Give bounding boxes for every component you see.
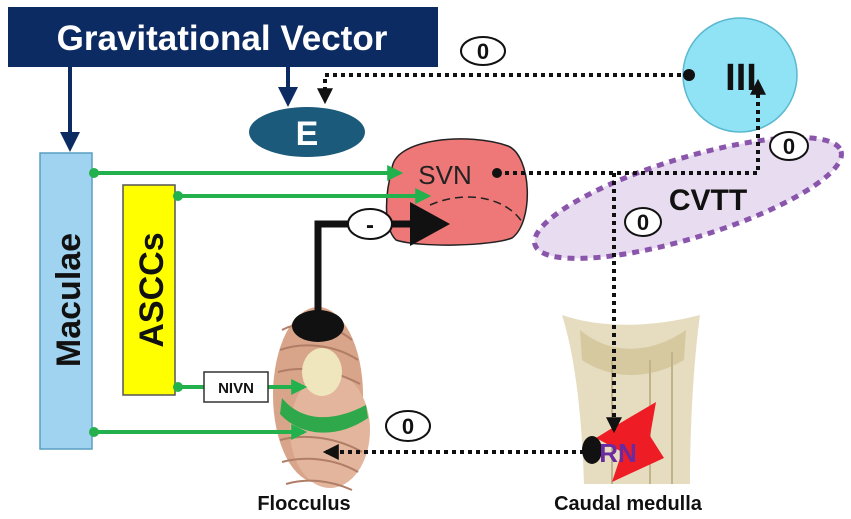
diagram-title: Gravitational Vector bbox=[57, 19, 388, 58]
bottom-zero-badge bbox=[385, 410, 431, 442]
red-bolt-marker bbox=[596, 402, 664, 482]
oculomotor-to-e-path bbox=[317, 73, 689, 105]
svn-to-oculomotor-path bbox=[497, 78, 766, 175]
title-banner bbox=[8, 7, 438, 67]
cvtt-region bbox=[532, 135, 844, 261]
cvtt-right-zero-badge bbox=[769, 131, 809, 161]
inhibitory-sign-bubble bbox=[347, 208, 393, 240]
nivn-label: NIVN bbox=[218, 380, 254, 397]
cvtt-left-zero-badge bbox=[624, 207, 662, 237]
svn-subdivision-line bbox=[429, 196, 523, 223]
rn-marker-dot bbox=[582, 436, 602, 464]
flocculus-label: Flocculus bbox=[257, 493, 350, 515]
caudal-medulla-label: Caudal medulla bbox=[554, 493, 703, 515]
oculomotor-label: III bbox=[725, 57, 757, 99]
rn-label: RN bbox=[599, 438, 637, 468]
top-zero-text: 0 bbox=[477, 39, 489, 64]
nivn-box bbox=[203, 371, 269, 403]
top-zero-badge bbox=[460, 36, 506, 66]
cvtt-label: CVTT bbox=[669, 184, 747, 217]
svn-label: SVN bbox=[418, 160, 471, 190]
bottom-zero-text: 0 bbox=[402, 414, 414, 439]
asccs-bar bbox=[122, 184, 176, 396]
e-label: E bbox=[296, 115, 319, 153]
inhibitory-sign: - bbox=[366, 212, 374, 239]
flocculus-illustration bbox=[273, 307, 370, 491]
maculae-label: Maculae bbox=[50, 233, 88, 367]
inhibitory-arrowhead bbox=[410, 202, 450, 246]
cvtt-left-zero-text: 0 bbox=[637, 210, 649, 235]
svn-node bbox=[385, 138, 529, 246]
maculae-bar bbox=[39, 152, 93, 450]
asccs-label: ASCCs bbox=[133, 232, 171, 347]
flocculus-inhibitory-origin bbox=[292, 310, 344, 342]
cvtt-right-zero-text: 0 bbox=[783, 134, 795, 159]
e-node bbox=[249, 107, 365, 157]
